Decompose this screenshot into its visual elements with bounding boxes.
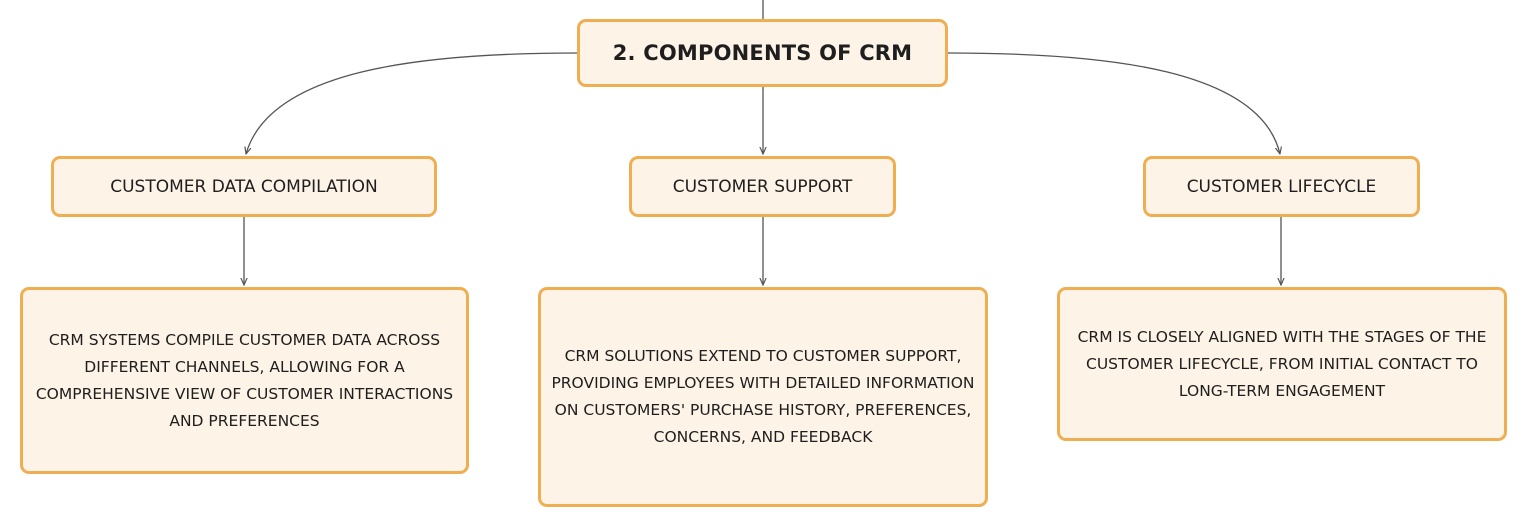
detail-node-text: CRM IS CLOSELY ALIGNED WITH THE STAGES O… (1077, 327, 1487, 400)
branch-node-customer-data-compilation[interactable]: CUSTOMER DATA COMPILATION (51, 156, 437, 217)
branch-node-label: CUSTOMER DATA COMPILATION (110, 176, 378, 197)
branch-node-label: CUSTOMER SUPPORT (672, 176, 853, 197)
branch-node-label: CUSTOMER LIFECYCLE (1186, 176, 1377, 197)
detail-node-customer-lifecycle[interactable]: CRM IS CLOSELY ALIGNED WITH THE STAGES O… (1057, 287, 1507, 441)
detail-node-text: CRM SOLUTIONS EXTEND TO CUSTOMER SUPPORT… (551, 347, 975, 446)
connector-root-to-lifecycle (947, 52, 1280, 154)
branch-node-customer-lifecycle[interactable]: CUSTOMER LIFECYCLE (1143, 156, 1420, 217)
detail-node-customer-support[interactable]: CRM SOLUTIONS EXTEND TO CUSTOMER SUPPORT… (538, 287, 988, 507)
connector-root-to-data-compilation (246, 52, 578, 154)
detail-node-text: CRM SYSTEMS COMPILE CUSTOMER DATA ACROSS… (35, 330, 454, 430)
branch-node-customer-support[interactable]: CUSTOMER SUPPORT (629, 156, 896, 217)
root-node-label: 2. COMPONENTS OF CRM (612, 41, 913, 65)
detail-node-customer-data-compilation[interactable]: CRM SYSTEMS COMPILE CUSTOMER DATA ACROSS… (20, 287, 469, 474)
root-node-components-of-crm[interactable]: 2. COMPONENTS OF CRM (577, 19, 948, 87)
